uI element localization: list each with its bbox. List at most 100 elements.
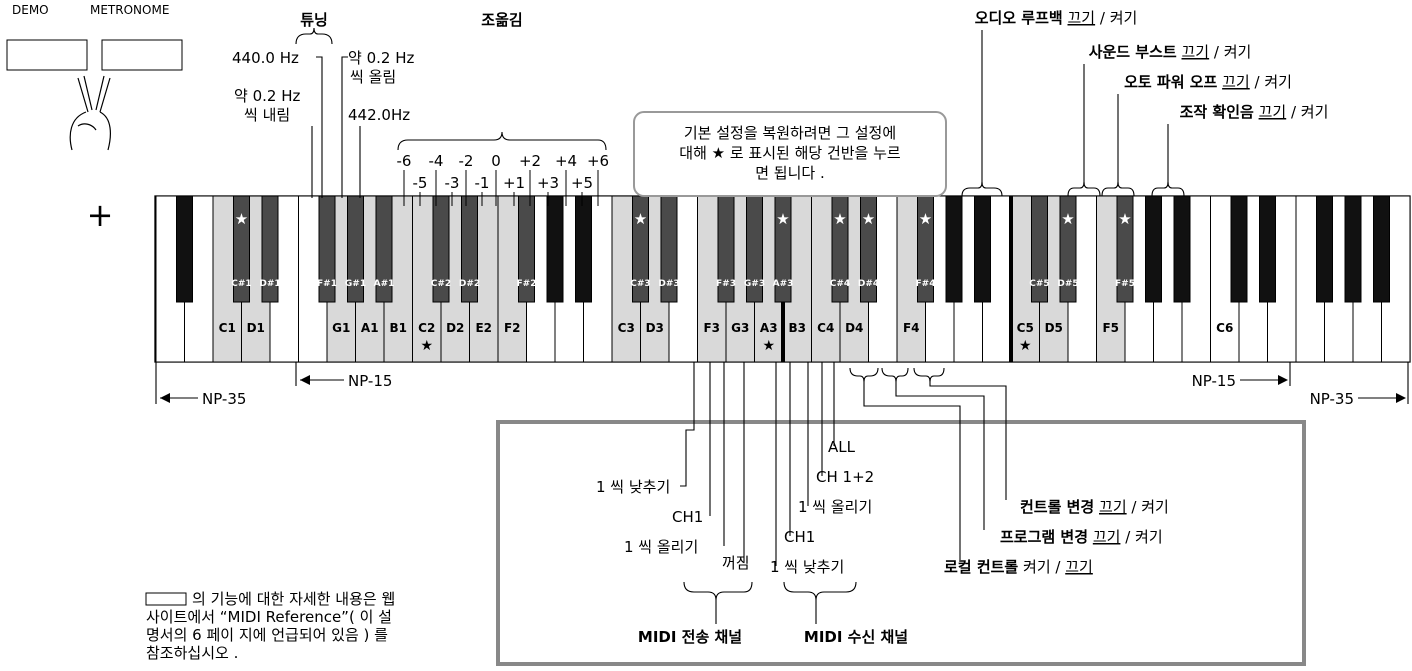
white-key-label: E2 <box>475 321 492 335</box>
demo-button[interactable] <box>6 39 88 71</box>
transpose-bottom-label: -1 <box>475 174 490 192</box>
footnote-3: 명서의 6 페이 지에 언급되어 있음 ) 를 <box>146 626 388 644</box>
local-control-wire <box>863 382 961 560</box>
reset-star-cs3: ★ <box>634 210 647 228</box>
black-key-gs1[interactable] <box>347 195 364 303</box>
black-key-label: C#4 <box>830 279 850 289</box>
white-key-label: C6 <box>1216 321 1233 335</box>
d4-bracket <box>913 367 945 383</box>
black-key-cs2[interactable] <box>432 195 450 303</box>
black-key-as1[interactable] <box>375 195 393 303</box>
program-change-wire <box>895 382 985 530</box>
program-change-label: 프로그램 변경 끄기 / 켜기 <box>1000 528 1163 546</box>
black-key-cs1[interactable] <box>233 195 250 303</box>
black-key-label: F#3 <box>716 279 736 289</box>
black-key-label: D#1 <box>259 279 280 289</box>
black-key-label: A#3 <box>773 279 794 289</box>
white-key-label: F5 <box>1102 321 1119 335</box>
transpose-bottom-label: +5 <box>571 174 593 192</box>
sound-boost-label: 사운드 부스트 끄기 / 켜기 <box>1089 43 1252 61</box>
black-key-as5[interactable] <box>1173 195 1191 303</box>
op-sound-bracket <box>1151 181 1185 197</box>
tuning-up-line <box>341 56 348 198</box>
black-key-label: G#3 <box>744 279 765 289</box>
black-key-fs1[interactable] <box>318 195 336 303</box>
white-key-label: D5 <box>1045 321 1063 335</box>
black-key-as0[interactable] <box>176 195 193 303</box>
reset-note-1: 기본 설정을 복원하려면 그 설정에 <box>684 124 896 142</box>
rx-all-label: ALL <box>828 438 856 456</box>
tx-up-label: 1 씩 올리기 <box>624 538 698 556</box>
transpose-top-label: 0 <box>491 152 501 170</box>
white-key-label: D2 <box>446 321 464 335</box>
white-key-label: F2 <box>504 321 521 335</box>
audio-loopback-label: 오디오 루프백 끄기 / 켜기 <box>975 9 1138 27</box>
tuning-440hz: 440.0 Hz <box>232 49 299 67</box>
tx-ch1-label: CH1 <box>672 508 703 526</box>
tuning-down-2: 씩 내림 <box>244 106 290 124</box>
control-change-label: 컨트롤 변경 끄기 / 켜기 <box>1020 498 1169 516</box>
reset-star-fs4: ★ <box>919 210 932 228</box>
black-key-fs6[interactable] <box>1316 195 1333 303</box>
tuning-bracket <box>295 27 333 45</box>
black-key-label: D#2 <box>459 279 480 289</box>
midi-receive-title: MIDI 수신 채널 <box>804 628 908 646</box>
black-key-ds1[interactable] <box>261 195 279 303</box>
reset-star-ds5: ★ <box>1061 210 1074 228</box>
np35-right-label: NP-35 <box>1310 390 1354 408</box>
black-key-as6[interactable] <box>1373 195 1390 303</box>
sound-boost-bracket <box>1067 181 1101 197</box>
white-key-label: C3 <box>618 321 635 335</box>
black-key-label: D#5 <box>1057 279 1078 289</box>
midi-settings-box <box>496 420 1306 666</box>
white-key-label: F3 <box>703 321 720 335</box>
transpose-top-label: -6 <box>397 152 412 170</box>
rx-ch1-label: CH1 <box>784 528 815 546</box>
reset-star-c2: ★ <box>420 338 433 354</box>
black-key-fs2[interactable] <box>518 195 535 303</box>
white-key-label: C1 <box>219 321 236 335</box>
transpose-bracket <box>397 131 607 151</box>
black-key-ds2[interactable] <box>461 195 478 303</box>
white-key-label: A1 <box>361 321 379 335</box>
op-sound-label: 조작 확인음 끄기 / 켜기 <box>1180 103 1329 121</box>
white-key-label: F4 <box>903 321 920 335</box>
metronome-button[interactable] <box>101 39 183 71</box>
auto-power-off-bracket <box>1101 181 1135 197</box>
np15-left-label: NP-15 <box>348 372 392 390</box>
white-key-label: C2 <box>418 321 435 335</box>
tuning-up-2: 씩 올림 <box>350 68 396 86</box>
c4-bracket <box>881 367 909 383</box>
footnote-1: 의 기능에 대한 자세한 내용은 웹 <box>192 590 395 608</box>
np15-right-arrowhead <box>1278 375 1288 385</box>
black-key-as2[interactable] <box>575 195 592 303</box>
black-key-gs4[interactable] <box>945 195 963 303</box>
black-key-ds6[interactable] <box>1259 195 1276 303</box>
black-key-as4[interactable] <box>974 195 991 303</box>
black-key-gs5[interactable] <box>1145 195 1162 303</box>
white-key-label: B1 <box>390 321 408 335</box>
control-change-wire <box>929 382 1007 500</box>
black-key-label: C#1 <box>231 279 251 289</box>
footnote-4: 참조하십시오 . <box>146 644 238 662</box>
black-key-label: C#2 <box>431 279 451 289</box>
black-key-cs5[interactable] <box>1031 195 1048 303</box>
black-key-gs2[interactable] <box>546 195 564 303</box>
tuning-title: 튜닝 <box>300 11 328 29</box>
np35-left-label: NP-35 <box>202 390 246 408</box>
reset-note-3: 면 됩니다 . <box>755 164 825 182</box>
tx-down-label: 1 씩 낮추기 <box>596 478 670 496</box>
auto-power-off-label: 오토 파워 오프 끄기 / 켜기 <box>1124 73 1292 91</box>
black-key-cs6[interactable] <box>1230 195 1248 303</box>
tuning-442hz: 442.0Hz <box>348 106 410 124</box>
two-finger-hand-icon <box>69 75 111 151</box>
tuning-440-line <box>316 56 323 198</box>
tx-down-wire <box>680 362 695 487</box>
black-key-fs5[interactable] <box>1116 195 1134 303</box>
metronome-label: METRONOME <box>90 3 169 17</box>
white-key-label: D4 <box>845 321 863 335</box>
reset-star-c5: ★ <box>1019 338 1032 354</box>
midi-transmit-title: MIDI 전송 채널 <box>638 628 742 646</box>
black-key-gs6[interactable] <box>1344 195 1362 303</box>
